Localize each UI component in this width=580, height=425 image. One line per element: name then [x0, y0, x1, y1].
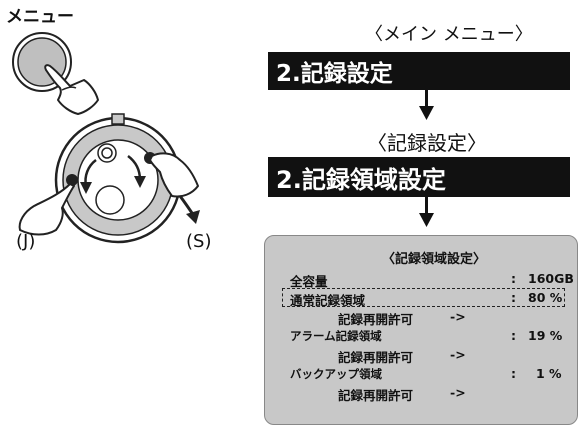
down-arrow-icon [419, 106, 434, 120]
flow-arrow-line [425, 197, 428, 217]
rec-settings-item: 2.記録領域設定 [268, 157, 570, 197]
total-capacity-value: 160GB [528, 271, 574, 286]
resume-permit-arrow: -> [450, 347, 466, 362]
label-jog: (J) [16, 231, 36, 252]
down-arrow-icon [419, 213, 434, 227]
resume-permit-label[interactable]: 記録再開許可 [338, 388, 414, 403]
screen-title: 〈記録領域設定〉 [382, 252, 487, 267]
alarm-area-value[interactable]: 19 % [528, 328, 563, 343]
row-colon: : [511, 328, 516, 343]
flow-arrow-line [425, 90, 428, 110]
alarm-area-label[interactable]: アラーム記録領域 [290, 329, 382, 343]
resume-permit-arrow: -> [450, 385, 466, 400]
resume-permit-label[interactable]: 記録再開許可 [338, 350, 414, 365]
resume-permit-arrow: -> [450, 309, 466, 324]
recording-area-screen [264, 235, 578, 425]
row-colon: : [511, 290, 516, 305]
selection-cursor [282, 288, 565, 307]
resume-permit-label[interactable]: 記録再開許可 [338, 312, 414, 327]
label-shuttle: (S) [186, 231, 212, 252]
menu-label: メニュー [6, 7, 74, 27]
normal-area-value[interactable]: 80 % [528, 290, 563, 305]
row-colon: : [511, 366, 516, 381]
row-colon: : [511, 271, 516, 286]
main-menu-title: 〈メイン メニュー〉 [365, 24, 533, 45]
normal-area-label[interactable]: 通常記録領域 [290, 293, 366, 308]
jog-dial-icon [18, 113, 200, 244]
rec-settings-title: 〈記録設定〉 [367, 131, 487, 155]
backup-area-label[interactable]: バックアップ領域 [290, 367, 382, 381]
backup-area-value[interactable]: 1 % [536, 366, 562, 381]
control-illustration [12, 32, 200, 244]
main-menu-item: 2.記録設定 [268, 52, 570, 90]
menu-button-icon [12, 32, 99, 115]
total-capacity-label: 全容量 [290, 274, 328, 289]
